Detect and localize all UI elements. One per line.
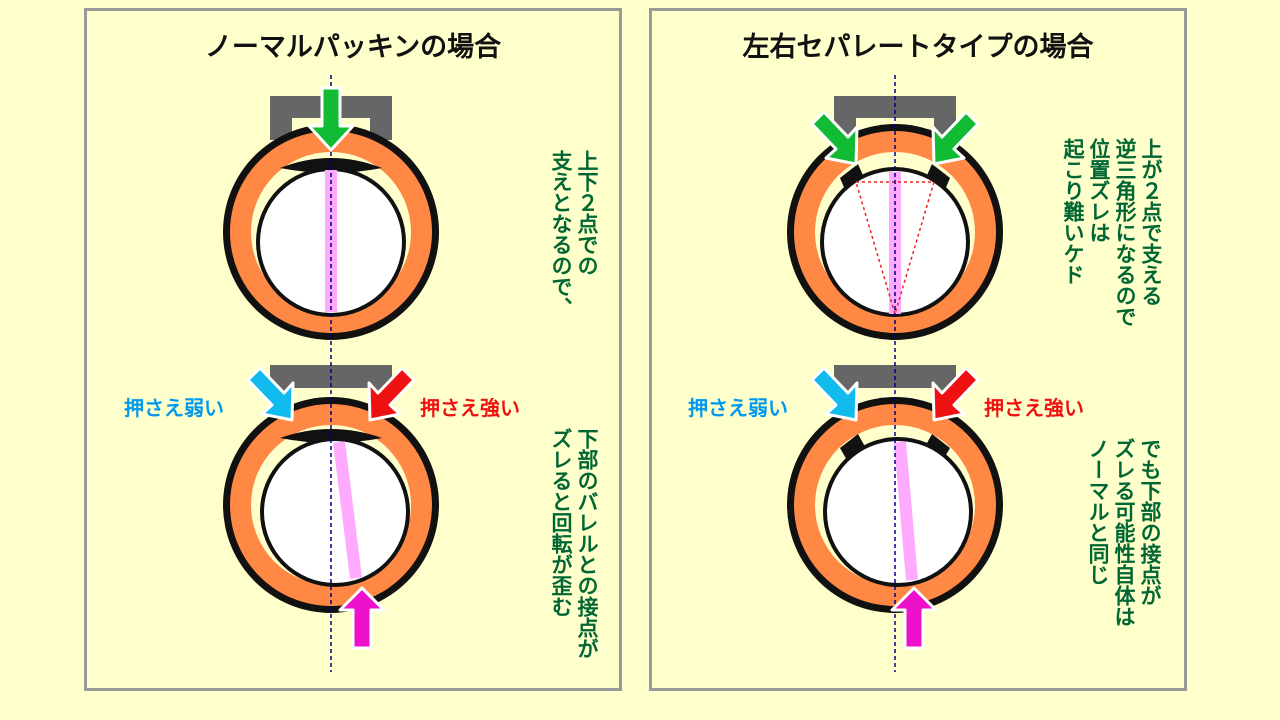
label-strong-press: 押さえ強い: [984, 396, 1084, 420]
arrow-cyan-icon: [246, 366, 295, 422]
label-weak-press: 押さえ弱い: [124, 396, 224, 420]
bb-spin-line: [325, 170, 337, 312]
arrow-green-icon: [307, 86, 355, 152]
bb-spin-line: [894, 441, 918, 581]
note-top: 上が２点で支える 逆三角形になるので 位置ズレは 起こり難いケド: [1061, 138, 1163, 327]
arrow-green-right-icon: [931, 110, 980, 166]
arrow-green-left-icon: [810, 110, 859, 166]
arrow-magenta-icon: [890, 586, 938, 650]
panel-normal-packing: ノーマルパッキンの場合: [84, 8, 622, 691]
arrow-red-icon: [931, 366, 980, 422]
label-strong-press: 押さえ強い: [420, 396, 520, 420]
bb-inner: [264, 441, 406, 583]
arrow-magenta-icon: [338, 586, 386, 650]
note-top: 上下２点での 支えとなるので、: [549, 150, 599, 318]
panel-separate-type: 左右セパレートタイプの場合: [649, 8, 1187, 691]
arrow-cyan-icon: [810, 366, 859, 422]
arrow-red-icon: [367, 366, 416, 422]
bb-spin-line: [333, 441, 362, 579]
note-bottom: 下部のバレルとの接点が ズレると回転が歪む: [549, 428, 599, 659]
note-bottom: でも下部の接点が ズレる可能性自体は ノーマルと同じ: [1086, 438, 1162, 627]
packing-nub: [280, 158, 382, 173]
bb-inner: [827, 441, 969, 583]
label-weak-press: 押さえ弱い: [688, 396, 788, 420]
panel-title: 左右セパレートタイプの場合: [742, 32, 1094, 63]
panel-title: ノーマルパッキンの場合: [204, 32, 502, 63]
